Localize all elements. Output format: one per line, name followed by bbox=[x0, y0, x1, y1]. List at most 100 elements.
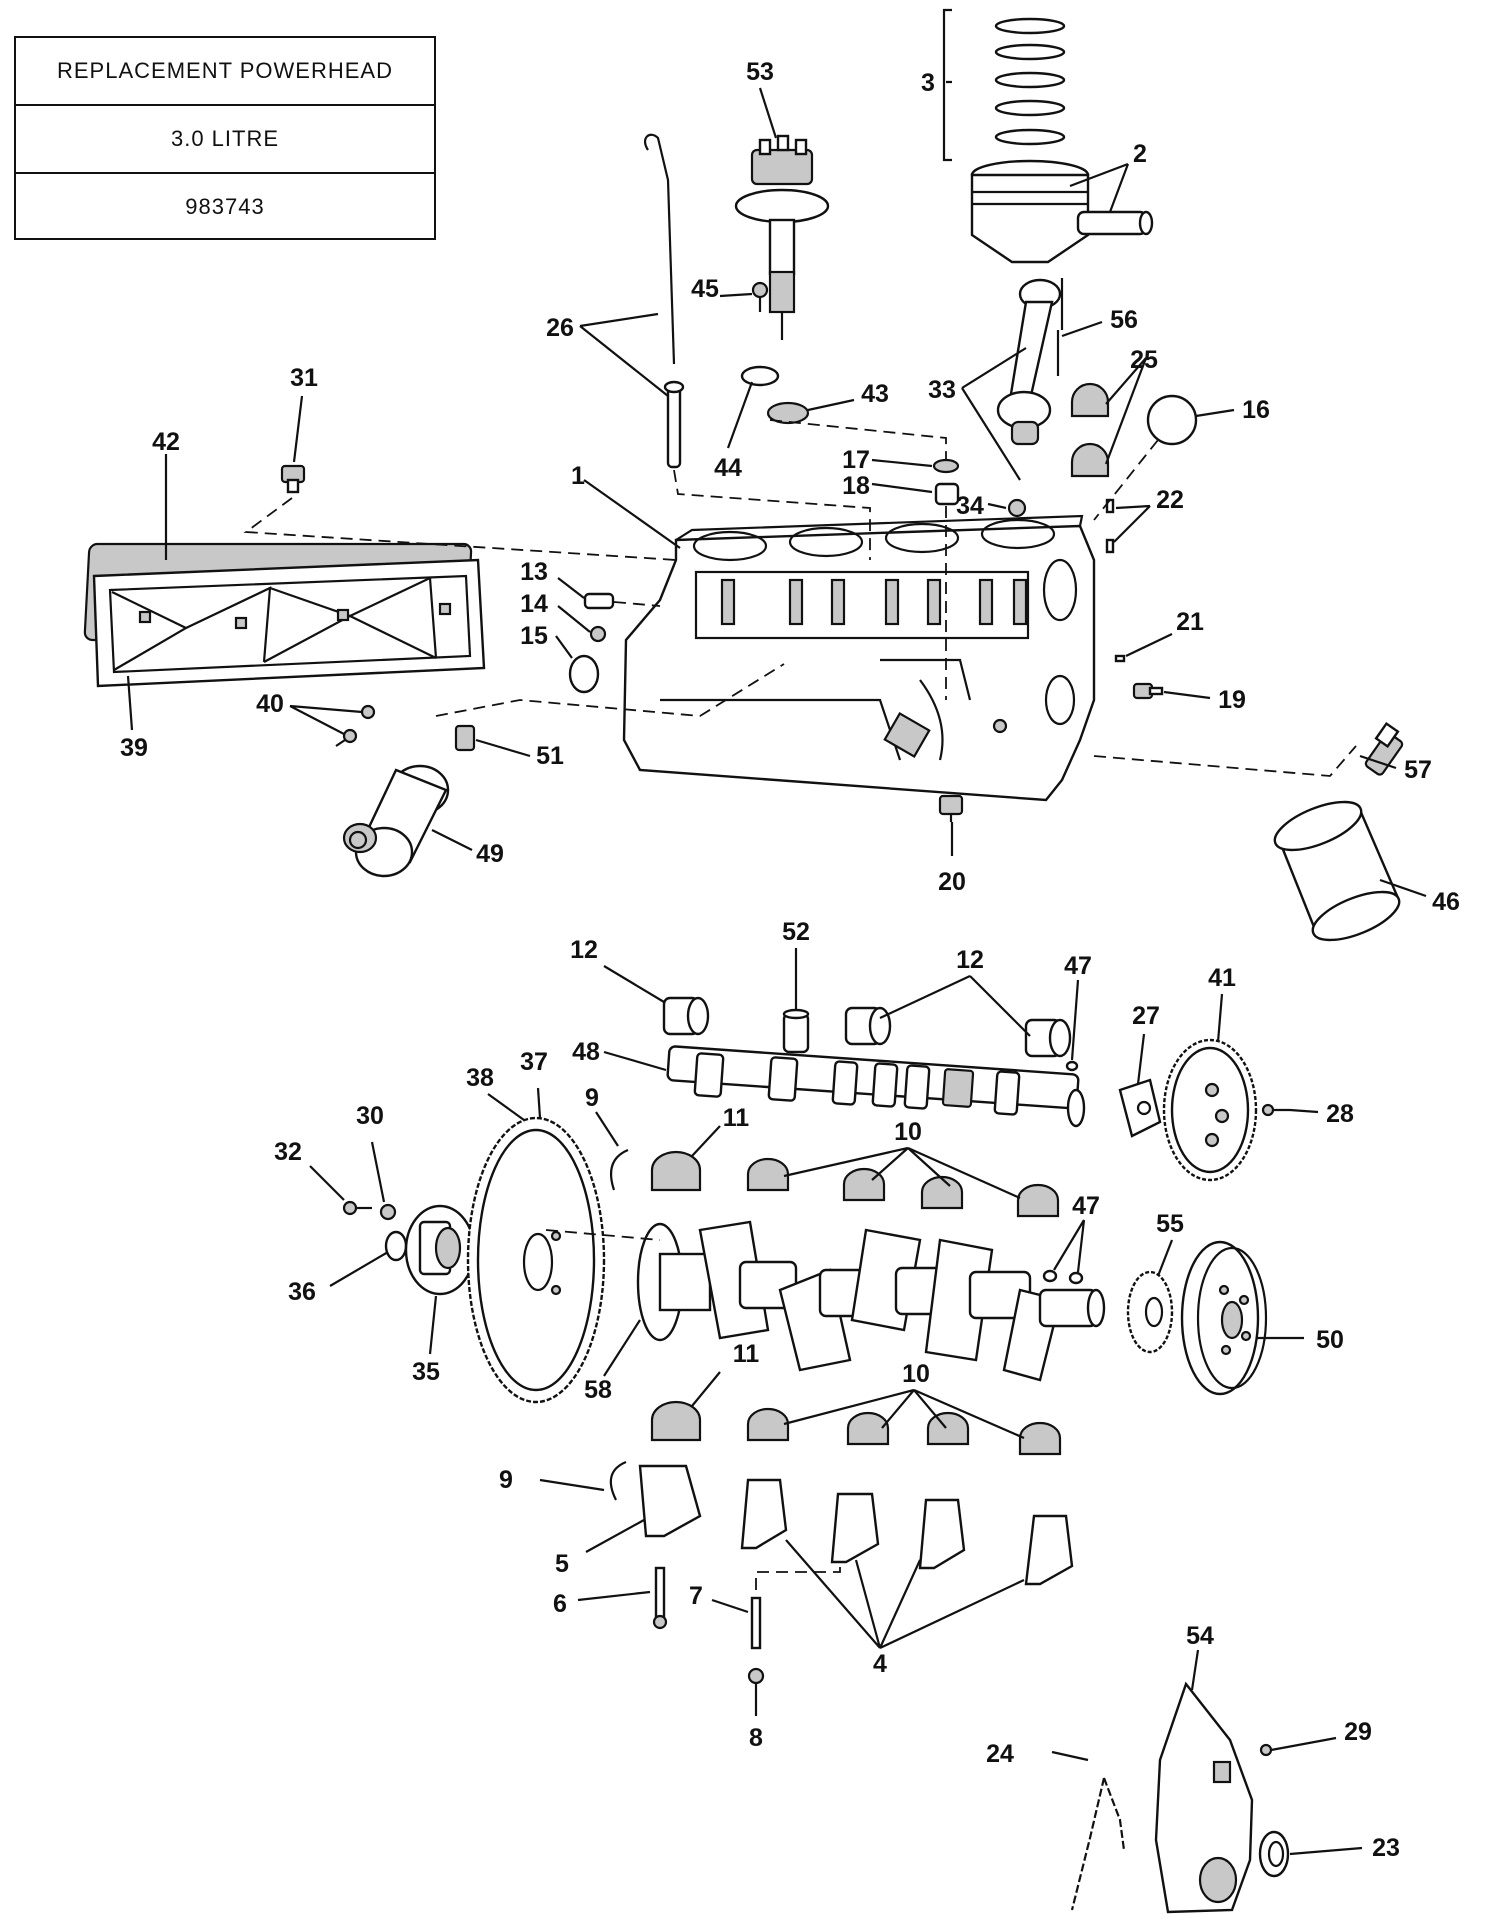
callout-38: 38 bbox=[466, 1064, 494, 1092]
callout-36: 36 bbox=[288, 1278, 316, 1306]
callout-14: 14 bbox=[520, 590, 548, 618]
front-cover-gasket-edge bbox=[1102, 1777, 1126, 1851]
main-bearing-upper-1 bbox=[746, 1157, 790, 1192]
callout-57: 57 bbox=[1404, 756, 1432, 784]
cam-bearing-front bbox=[662, 996, 710, 1036]
oil-filter-adapter bbox=[1364, 721, 1404, 776]
callout-51: 51 bbox=[536, 742, 564, 770]
fuel-pump bbox=[342, 764, 450, 878]
title-block: REPLACEMENT POWERHEAD 3.0 LITRE 983743 bbox=[14, 36, 436, 240]
leader-47-lower bbox=[1053, 1219, 1086, 1273]
leader-58 bbox=[603, 1319, 641, 1377]
o-ring bbox=[384, 1230, 408, 1262]
callout-33: 33 bbox=[928, 376, 956, 404]
callout-24: 24 bbox=[986, 1740, 1014, 1768]
thrust-plate bbox=[1118, 1078, 1162, 1138]
dowel-pin-2 bbox=[1105, 538, 1115, 554]
callout-23: 23 bbox=[1372, 1834, 1400, 1862]
leader-2 bbox=[1069, 162, 1130, 213]
camshaft bbox=[666, 1045, 1086, 1128]
leader-40 bbox=[289, 704, 363, 735]
callout-10-upper: 10 bbox=[894, 1118, 922, 1146]
callout-3: 3 bbox=[921, 69, 935, 97]
leader-33 bbox=[961, 347, 1027, 481]
leader-49 bbox=[431, 829, 473, 851]
leader-17 bbox=[871, 458, 933, 468]
rod-nut bbox=[1007, 498, 1027, 518]
callout-1: 1 bbox=[571, 462, 585, 490]
callout-52: 52 bbox=[782, 918, 810, 946]
assembly-line-13 bbox=[613, 601, 661, 607]
leader-1 bbox=[583, 479, 681, 549]
callout-16: 16 bbox=[1242, 396, 1270, 424]
leader-38 bbox=[487, 1093, 525, 1121]
leader-10-upper bbox=[783, 1146, 1021, 1200]
callout-25: 25 bbox=[1130, 346, 1158, 374]
callout-46: 46 bbox=[1432, 888, 1460, 916]
piston-rings bbox=[994, 17, 1066, 146]
leader-27 bbox=[1136, 1033, 1146, 1085]
pin-13 bbox=[583, 592, 615, 610]
crankshaft-gear bbox=[1126, 1270, 1174, 1354]
timing-cover bbox=[1154, 1681, 1254, 1914]
callout-27: 27 bbox=[1132, 1002, 1160, 1030]
expansion-plug bbox=[1146, 394, 1198, 446]
callout-37: 37 bbox=[520, 1048, 548, 1076]
connecting-rod bbox=[996, 278, 1064, 446]
leader-45 bbox=[719, 292, 753, 298]
vent-fitting bbox=[280, 464, 306, 494]
thrust-washer-upper bbox=[610, 1148, 629, 1191]
main-cap-bolt bbox=[652, 1566, 668, 1630]
valve-cover bbox=[83, 542, 486, 688]
leader-16 bbox=[1195, 408, 1235, 418]
leader-11-upper bbox=[691, 1125, 721, 1157]
leader-37 bbox=[536, 1087, 542, 1119]
front-seal bbox=[1258, 1830, 1290, 1878]
leader-39 bbox=[126, 675, 134, 731]
stud bbox=[750, 1596, 762, 1650]
leader-18 bbox=[871, 482, 933, 494]
callout-5: 5 bbox=[555, 1550, 569, 1578]
assembly-line-filter bbox=[1093, 745, 1357, 777]
leader-54 bbox=[1190, 1649, 1200, 1691]
leader-23 bbox=[1289, 1846, 1363, 1856]
callout-9-lower: 9 bbox=[499, 1466, 513, 1494]
title-block-part-number: 983743 bbox=[185, 194, 265, 219]
callout-28: 28 bbox=[1326, 1100, 1354, 1128]
distributor-gasket bbox=[740, 365, 780, 387]
leader-53 bbox=[758, 87, 778, 139]
callout-35: 35 bbox=[412, 1358, 440, 1386]
callout-20: 20 bbox=[938, 868, 966, 896]
rod-bearing-lower bbox=[1070, 442, 1110, 478]
leader-11-lower bbox=[691, 1371, 721, 1407]
lock-washer bbox=[379, 1203, 397, 1221]
main-bearing-lower-1 bbox=[746, 1407, 790, 1442]
callout-21: 21 bbox=[1176, 608, 1204, 636]
piston bbox=[970, 159, 1154, 264]
callout-50: 50 bbox=[1316, 1326, 1344, 1354]
leader-55 bbox=[1156, 1239, 1174, 1277]
leader-46 bbox=[1379, 878, 1427, 898]
drain-plug bbox=[938, 794, 964, 822]
leader-28 bbox=[1289, 1108, 1319, 1114]
leader-7 bbox=[711, 1598, 749, 1614]
main-bearing-lower-2 bbox=[846, 1411, 890, 1446]
leader-5 bbox=[585, 1519, 645, 1553]
leader-57 bbox=[1359, 754, 1397, 770]
callout-15: 15 bbox=[520, 622, 548, 650]
cam-gear-bolt bbox=[1261, 1103, 1290, 1117]
main-cap-thrust bbox=[638, 1464, 702, 1538]
plug-14 bbox=[589, 625, 607, 643]
callout-54: 54 bbox=[1186, 1622, 1214, 1650]
leader-12-right bbox=[879, 975, 1031, 1037]
assembly-line-fitting-31 bbox=[243, 497, 677, 561]
callout-34: 34 bbox=[956, 492, 984, 520]
assembly-line-bushing bbox=[769, 419, 947, 460]
assembly-line-plug-16 bbox=[1093, 439, 1159, 521]
callout-49: 49 bbox=[476, 840, 504, 868]
leader-51 bbox=[475, 738, 531, 758]
callout-11-lower: 11 bbox=[733, 1340, 760, 1368]
callout-31: 31 bbox=[290, 364, 318, 392]
nut-40 bbox=[360, 704, 376, 720]
